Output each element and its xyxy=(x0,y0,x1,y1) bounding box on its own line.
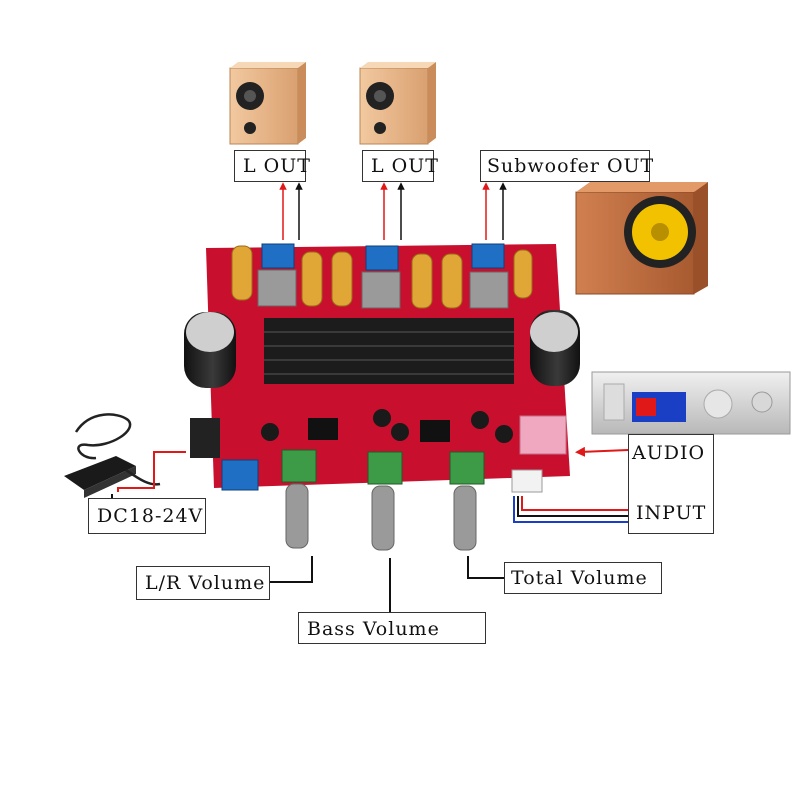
bookshelf-speaker-icon xyxy=(229,62,306,145)
label-bass-volume: Bass Volume xyxy=(298,612,486,644)
label-l-out-1: L OUT xyxy=(234,150,310,182)
label-subwoofer-out: Subwoofer OUT xyxy=(480,150,653,182)
label-input: INPUT xyxy=(636,502,707,524)
bookshelf-speaker-icon xyxy=(359,62,436,145)
label-total-volume: Total Volume xyxy=(504,562,662,594)
amplifier-board-icon xyxy=(184,243,580,551)
audio-player-icon xyxy=(591,371,791,435)
label-dc-power: DC18-24V xyxy=(88,498,206,534)
power-adapter-icon xyxy=(64,413,161,498)
label-l-out-2: L OUT xyxy=(362,150,438,182)
label-audio: AUDIO xyxy=(632,442,706,464)
audio-input-box xyxy=(628,434,714,534)
subwoofer-icon xyxy=(575,182,708,295)
potentiometer-icon xyxy=(281,449,485,551)
label-lr-volume: L/R Volume xyxy=(136,566,270,600)
